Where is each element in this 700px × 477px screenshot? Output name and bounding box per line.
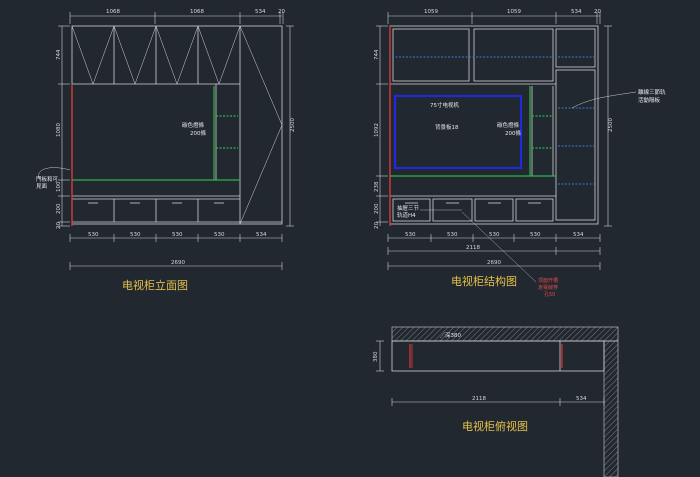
struct-dim-total: 2690 — [487, 260, 501, 266]
red-note-1: 顶面开槽 — [538, 277, 558, 284]
elevation-left-dimension — [58, 25, 70, 227]
elev-dim-bottom-2: 530 — [130, 232, 141, 238]
struct-dim-bottom-2: 530 — [447, 232, 458, 238]
plan-dim-width-2: 534 — [576, 396, 587, 402]
elev-dim-top-3: 534 — [255, 9, 266, 15]
struct-callout-2: 200條 — [505, 129, 521, 137]
right-note-2: 活動隔板 — [638, 96, 661, 104]
struct-dim-mid: 2118 — [466, 245, 480, 251]
elev-dim-bottom-3: 530 — [172, 232, 183, 238]
structure-cabinet — [389, 25, 599, 225]
elev-callout-2: 200條 — [190, 129, 206, 137]
struct-dim-left-4: 200 — [374, 203, 380, 214]
elev-dim-bottom-4: 530 — [214, 232, 225, 238]
struct-dim-left-2: 1092 — [374, 123, 380, 137]
elev-dim-left-3: 100 — [56, 181, 62, 192]
struct-dim-left-5: 20 — [374, 222, 380, 229]
elev-green-strips — [72, 86, 240, 181]
struct-dim-bottom-4: 530 — [530, 232, 541, 238]
elev-note-1: 門板和可 — [36, 175, 59, 183]
struct-dim-top-2: 1059 — [507, 9, 521, 15]
struct-dim-bottom-1: 530 — [405, 232, 416, 238]
drawer-note-1: 抽屉三节 — [397, 204, 420, 212]
structure-top-dimension — [387, 12, 601, 24]
struct-dim-left-3: 238 — [374, 181, 380, 192]
plan-dim-depth: 380 — [373, 351, 379, 362]
elevation-cabinet — [71, 25, 283, 225]
elev-dim-left-5: 20 — [56, 222, 62, 229]
plan-cabinet — [391, 340, 605, 372]
elev-dim-left-4: 200 — [56, 203, 62, 214]
structure-title: 电视柜结构图 — [451, 274, 517, 288]
plan-dim-width-1: 2118 — [472, 396, 486, 402]
struct-dim-top-4: 20 — [594, 9, 601, 15]
elev-callout-1: 碳色燈條 — [182, 121, 205, 129]
elevation-top-dimension — [69, 12, 284, 24]
elevation-title: 电视柜立面图 — [122, 278, 188, 292]
elev-dim-top-4: 20 — [278, 9, 285, 15]
elev-dim-left-1: 744 — [56, 49, 62, 60]
struct-shelves — [392, 56, 594, 185]
plan-note: 深380 — [445, 331, 461, 339]
struct-dim-top-1: 1059 — [424, 9, 438, 15]
plan-wall-top — [391, 326, 619, 342]
elev-dim-top-1: 1068 — [106, 9, 120, 15]
structure-view: 1059 1059 534 20 744 1092 238 200 20 250… — [374, 9, 666, 298]
red-note-2: 走電線穿 — [538, 284, 558, 291]
red-note-3: 孔50 — [544, 291, 555, 298]
plan-view: 深380 380 2118 534 电视柜俯视图 — [373, 326, 619, 477]
drawer-note-2: 轨道H4 — [397, 211, 416, 219]
struct-dim-right: 2500 — [608, 118, 614, 132]
struct-dim-top-3: 534 — [571, 9, 582, 15]
right-note-1: 離線三節轨 — [638, 88, 666, 96]
struct-dim-left-1: 744 — [374, 49, 380, 60]
tv-outline — [393, 94, 523, 170]
struct-green-strips — [390, 86, 556, 177]
back-board-label: 背景板18 — [435, 123, 459, 131]
elev-dim-bottom-5: 534 — [256, 232, 267, 238]
elev-dim-top-2: 1068 — [190, 9, 204, 15]
elev-dim-right: 2500 — [290, 118, 296, 132]
tv-label: 75寸电视机 — [430, 101, 459, 109]
struct-callout-1: 碳色燈條 — [497, 121, 520, 129]
elev-dim-total: 2690 — [171, 260, 185, 266]
elev-note-2: 見面 — [36, 183, 48, 190]
elevation-view: 1068 1068 534 20 744 1080 100 200 20 250… — [36, 9, 296, 292]
elev-dim-bottom-1: 530 — [88, 232, 99, 238]
elev-dim-left-2: 1080 — [56, 123, 62, 137]
plan-title: 电视柜俯视图 — [462, 419, 528, 433]
struct-dim-bottom-3: 530 — [489, 232, 500, 238]
plan-wall-right — [603, 340, 619, 477]
struct-dim-bottom-5: 534 — [573, 232, 584, 238]
